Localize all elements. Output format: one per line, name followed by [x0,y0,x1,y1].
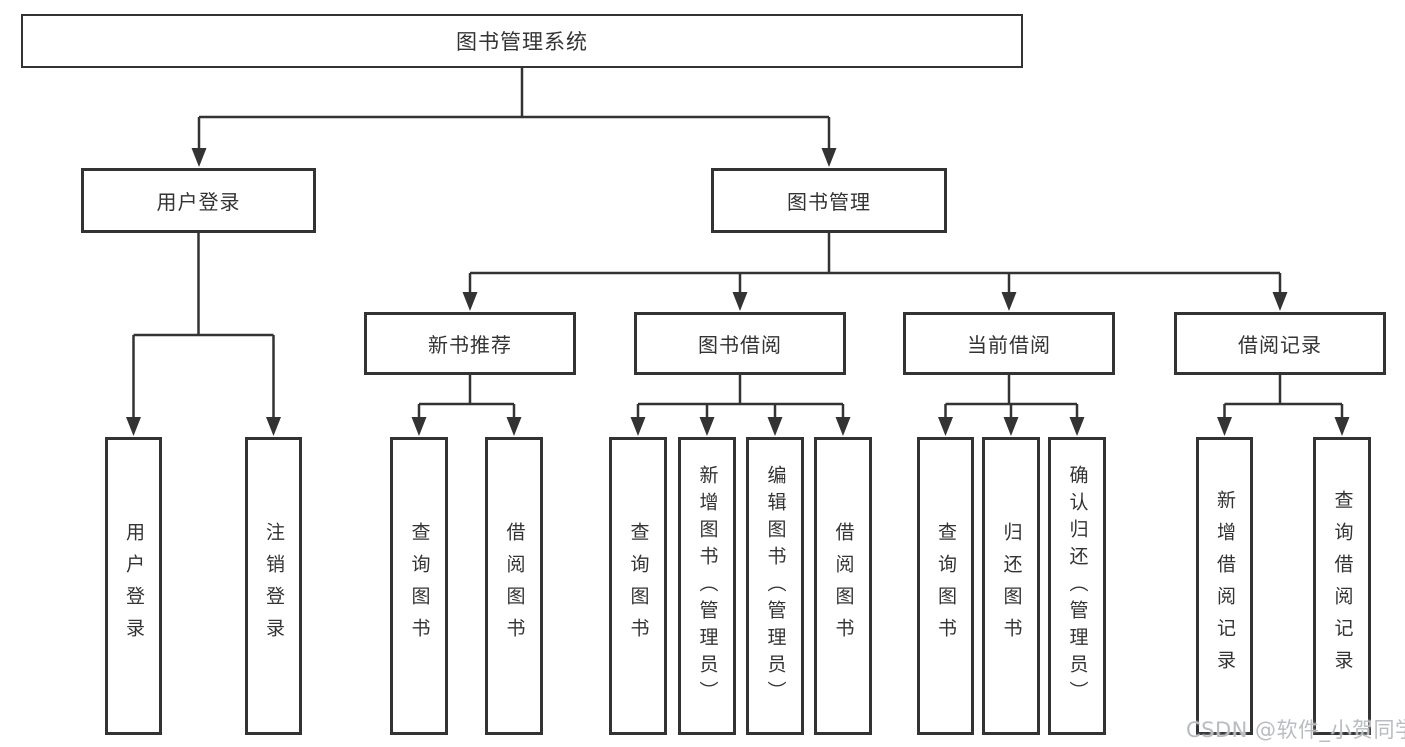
leaf-query-books-current: 查询图书 [917,437,974,735]
arrow-down-icon [835,417,851,436]
arrow-down-icon [266,417,281,436]
node-label: 编辑图书（管理员） [764,464,787,708]
arrow-down-icon [126,417,141,436]
arrow-down-icon [1217,417,1232,436]
node-label: 图书管理系统 [456,30,588,54]
leaf-query-books-recommend: 查询图书 [390,437,448,735]
node-new-book-recommend: 新书推荐 [364,312,576,375]
node-book-borrow: 图书借阅 [634,312,846,375]
leaf-edit-books-admin: 编辑图书（管理员） [746,437,804,735]
arrow-down-icon [630,417,646,436]
node-label: 归还图书 [1000,522,1023,650]
node-label: 借阅图书 [503,522,526,650]
node-label: 新增图书（管理员） [696,464,719,708]
arrow-down-icon [732,292,748,311]
arrow-down-icon [767,417,783,436]
leaf-user-login: 用户登录 [105,437,162,735]
node-label: 用户登录 [123,522,145,650]
node-label: 图书借阅 [698,333,782,357]
leaf-query-borrow-record: 查询借阅记录 [1313,437,1371,735]
arrow-down-icon [1272,292,1288,311]
arrow-down-icon [1334,417,1350,436]
leaf-logout: 注销登录 [245,437,302,735]
node-book-management: 图书管理 [711,168,947,233]
node-label: 当前借阅 [967,333,1051,357]
node-library-system: 图书管理系统 [21,14,1023,68]
arrow-down-icon [699,417,715,436]
leaf-borrow-books-recommend: 借阅图书 [485,437,543,735]
node-label: 查询图书 [627,522,650,650]
leaf-borrow-books: 借阅图书 [814,437,872,735]
csdn-watermark: CSDN @软件_小贺同学 [1186,718,1405,742]
node-label: 用户登录 [156,190,241,214]
node-user-login: 用户登录 [81,168,316,233]
node-label: 新增借阅记录 [1214,490,1236,682]
arrow-down-icon [411,417,427,436]
leaf-add-books-admin: 新增图书（管理员） [678,437,736,735]
node-label: 注销登录 [263,522,285,650]
connector-branches [132,68,1344,423]
arrow-down-icon [821,148,837,167]
arrow-down-icon [1001,292,1017,311]
leaf-return-books: 归还图书 [982,437,1040,735]
arrow-down-icon [506,417,522,436]
arrow-down-icons [126,148,1350,436]
leaf-query-books: 查询图书 [609,437,667,735]
node-label: 确认归还（管理员） [1066,464,1089,708]
node-label: 图书管理 [787,190,871,214]
arrow-down-icon [1003,417,1019,436]
arrow-down-icon [462,292,478,311]
node-label: 查询图书 [935,522,957,650]
arrow-down-icon [938,417,953,436]
node-label: 查询图书 [408,522,431,650]
node-label: 查询借阅记录 [1331,490,1354,682]
arrow-down-icon [191,148,207,167]
arrow-down-icon [1069,417,1085,436]
leaf-add-borrow-record: 新增借阅记录 [1196,437,1253,735]
node-borrow-records: 借阅记录 [1174,312,1386,375]
node-label: 借阅图书 [832,522,855,650]
node-label: 新书推荐 [428,333,512,357]
node-label: 借阅记录 [1238,333,1322,357]
node-current-borrow: 当前借阅 [903,312,1115,375]
leaf-confirm-return-admin: 确认归还（管理员） [1048,437,1106,735]
